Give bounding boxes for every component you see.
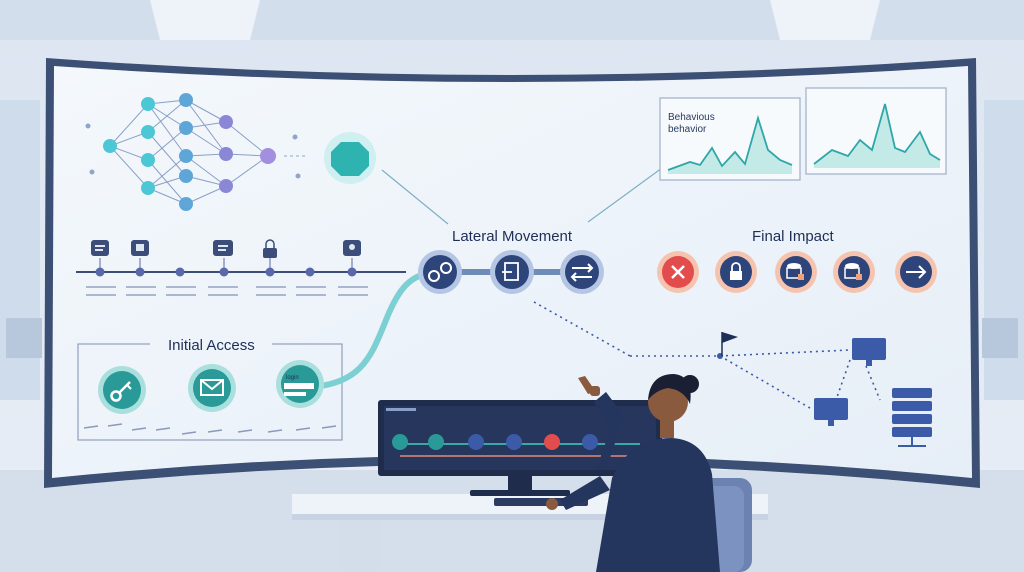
login-form-icon: [281, 365, 319, 403]
file-transfer-icon: [495, 255, 529, 289]
locked-database-icon: [838, 256, 870, 288]
flag-icon: [716, 328, 740, 358]
octagon-node-icon: [331, 142, 369, 176]
behavior-panel-subtitle: behavior: [668, 124, 707, 135]
login-field-label: login: [286, 375, 299, 381]
exfiltrate-arrow-icon: [900, 256, 932, 288]
lateral-movement-label: Lateral Movement: [452, 228, 573, 245]
monitor-icon: [852, 338, 886, 366]
behavior-panel-title: Behavious: [668, 112, 715, 123]
swap-arrows-icon: [565, 255, 599, 289]
monitor-icon: [814, 398, 848, 426]
envelope-icon: [193, 369, 231, 407]
locked-database-icon: [780, 256, 812, 288]
initial-access-label: Initial Access: [168, 337, 255, 354]
blocked-x-icon: [662, 256, 694, 288]
final-impact-label: Final Impact: [752, 228, 834, 245]
chain-link-icon: [423, 255, 457, 289]
server-rack-icon: [892, 388, 932, 448]
key-icon: [103, 371, 141, 409]
padlock-icon: [720, 256, 752, 288]
analyst-person: [560, 372, 720, 572]
